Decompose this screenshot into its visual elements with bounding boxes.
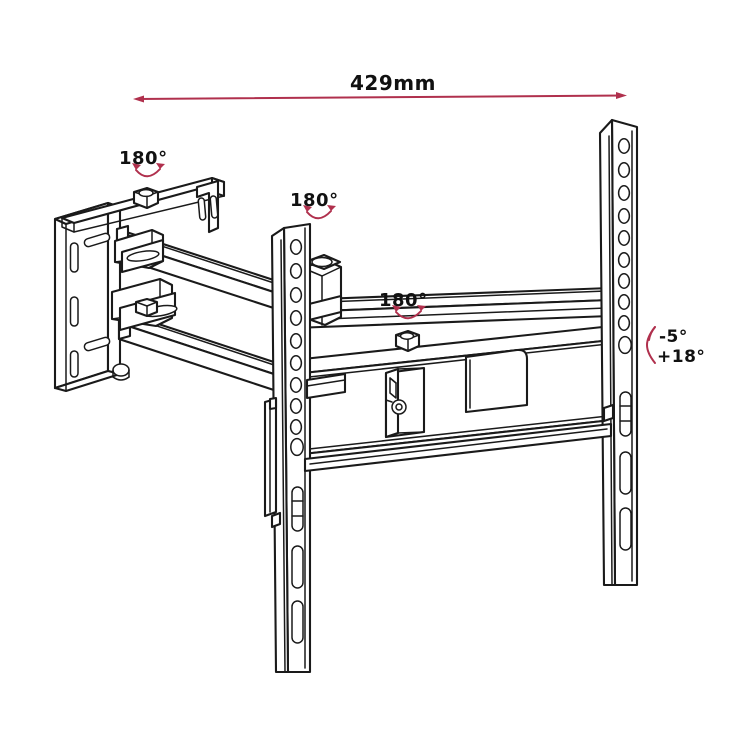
arm-end-pivot-hex-nut [394, 329, 421, 353]
left-rail-slots [291, 486, 304, 644]
swivel-label-arm-end-pivot: 180° [379, 290, 428, 311]
swivel-arc-2 [303, 205, 336, 220]
center-hinge-bracket [384, 366, 426, 439]
right-vertical-rail [598, 118, 639, 587]
right-rail-round-holes [617, 138, 632, 355]
left-rail-upper-connector [305, 372, 347, 400]
dimension-line-429mm [133, 92, 627, 103]
swivel-label-wall-plate-pivot: 180° [119, 148, 168, 169]
release-latch [263, 396, 282, 529]
right-rail-slots [619, 391, 632, 551]
swivel-arc-1 [132, 163, 165, 178]
tilt-up-label: +18° [657, 347, 706, 367]
dimension-width-label: 429mm [350, 71, 436, 95]
lower-arm-clamp [110, 277, 178, 332]
wall-plate-slots [69, 232, 111, 378]
left-rail-round-holes [289, 239, 304, 457]
rounded-label-plate [464, 348, 529, 414]
swivel-arc-3 [392, 305, 426, 320]
tilt-bracket [645, 326, 656, 364]
swivel-label-arm-mid-pivot: 180° [290, 190, 339, 211]
wall-plate [53, 201, 122, 393]
left-vertical-rail [263, 222, 312, 674]
top-pivot-hex-nut [132, 186, 160, 210]
tilt-down-label: -5° [659, 327, 688, 347]
lower-crossbar [303, 422, 613, 473]
lower-plate-bolt [112, 363, 130, 381]
upper-arm-clamp [113, 228, 165, 274]
